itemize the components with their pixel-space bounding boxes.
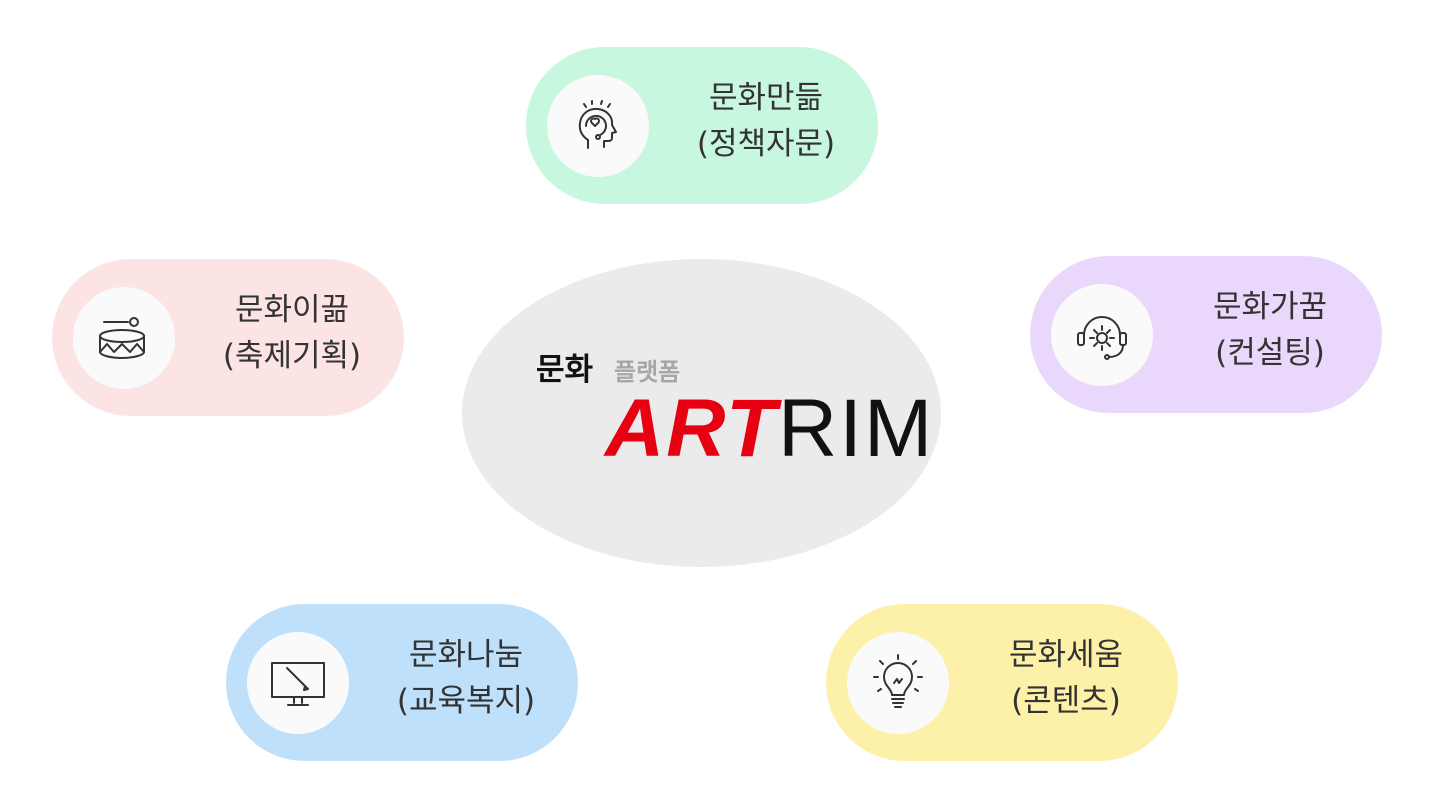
item-subtitle: (콘텐츠) [1011,683,1121,719]
lightbulb-icon [847,632,949,734]
item-festival-planning[interactable]: 문화이끎 (축제기획) [52,259,404,416]
item-title: 문화이끎 [234,292,350,328]
item-contents[interactable]: 문화세움 (콘텐츠) [826,604,1178,761]
monitor-pencil-icon [247,632,349,734]
item-subtitle: (정책자문) [696,126,836,162]
item-title: 문화가꿈 [1212,289,1328,325]
artrim-logo: ARTRIM [605,383,935,474]
head-heart-icon [547,75,649,177]
item-title: 문화세움 [1008,637,1124,673]
artrim-platform-center: 문화 플랫폼 ARTRIM [462,259,941,567]
item-education-welfare[interactable]: 문화나눔 (교육복지) [226,604,578,761]
item-subtitle: (컨설팅) [1215,335,1325,371]
item-title: 문화나눔 [408,637,524,673]
drum-icon [73,287,175,389]
item-consulting[interactable]: 문화가꿈 (컨설팅) [1030,256,1382,413]
item-policy-advisory[interactable]: 문화만듦 (정책자문) [526,47,878,204]
item-subtitle: (축제기획) [222,338,362,374]
headset-gear-icon [1051,284,1153,386]
platform-korean-sub: 플랫폼 [614,358,681,386]
platform-korean-main: 문화 [536,352,594,388]
item-title: 문화만듦 [708,80,824,116]
item-subtitle: (교육복지) [396,683,536,719]
